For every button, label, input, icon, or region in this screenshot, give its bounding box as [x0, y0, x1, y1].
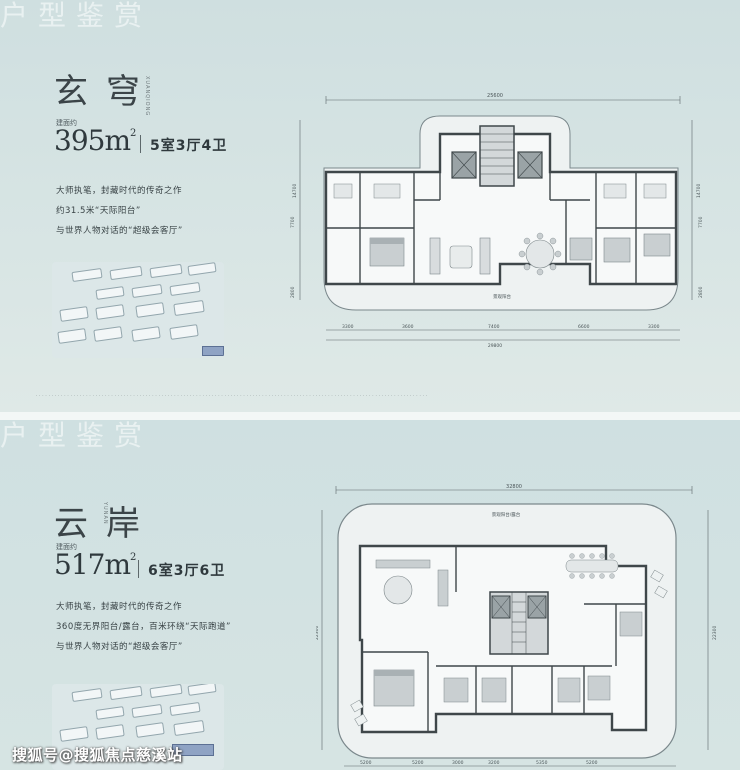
- bed-4: [643, 233, 671, 257]
- description-line-1: 大师执笔，封藏时代的传奇之作: [56, 186, 183, 196]
- bath-2: [373, 183, 401, 199]
- dim-bottom-2: 3600: [402, 324, 414, 330]
- sofa-top: [375, 559, 431, 569]
- layout-separator: [140, 135, 141, 153]
- dim-bottom-3: 7400: [488, 324, 500, 330]
- title-english-caption: XUANQIONG: [144, 76, 150, 117]
- highlighted-unit-marker: [202, 346, 224, 356]
- area-caption-2: 建面约: [56, 543, 77, 551]
- floor-plan-drawing: 25600 3300 3600 7400 6600 3300 29800 147…: [290, 93, 704, 348]
- highlighted-unit-marker-2: [172, 744, 214, 756]
- floor-plan-panel-yunan: 户型鉴赏 云岸 YUNAN 建面约 517m2 6室3厅6卫 大师执笔，封藏时代…: [0, 420, 740, 770]
- dim-bottom-2-5: 5350: [536, 760, 548, 766]
- site-location-map: [52, 262, 224, 358]
- area-value-2: 517m2: [54, 548, 136, 581]
- dim-bottom-2-6: 5200: [586, 760, 598, 766]
- dim-right-1: 14700: [696, 184, 702, 198]
- dim-left-2-1: 22300: [316, 626, 320, 640]
- layout-separator-2: [138, 560, 139, 578]
- floor-plan-drawing-2: 32800 22300 22300 5200 5200 3000 3200 53…: [316, 484, 718, 767]
- description-line-2-2: 360度无界阳台/露台，百米环绕“天际跑道”: [56, 622, 231, 632]
- dim-bottom-2-1: 5200: [360, 760, 372, 766]
- dim-top-2: 32800: [506, 484, 522, 490]
- dim-right-2: 7700: [698, 216, 704, 228]
- dim-top: 25600: [487, 93, 503, 99]
- dining-table: [525, 239, 555, 269]
- disclaimer-fine-print: · · · · · · · · · · · · · · · · · · · · …: [36, 393, 428, 398]
- dining-table-2: [565, 559, 619, 573]
- plan-title: 玄穹: [54, 72, 158, 112]
- bed-3: [603, 237, 631, 263]
- layout-spec: 5室3厅4卫: [150, 138, 228, 154]
- dim-left-1: 14700: [292, 184, 298, 198]
- area-value: 395m2: [54, 124, 136, 157]
- sofa-left: [429, 237, 441, 275]
- floor-plan-panel-xuanqiong: 户型鉴赏 玄穹 XUANQIONG 建面约 395m2 5室3厅4卫 大师执笔，…: [0, 0, 740, 412]
- area-caption: 建面约: [56, 119, 77, 127]
- dim-bottom-4: 6600: [578, 324, 590, 330]
- terrace-label-2: 景观阳台/露台: [492, 511, 521, 518]
- dim-bottom-total: 29800: [488, 343, 502, 348]
- bath-1: [333, 183, 353, 199]
- lounge-table: [383, 575, 413, 605]
- footer-watermark: 搜狐号@搜狐焦点慈溪站: [12, 746, 183, 764]
- bath-4: [643, 183, 667, 199]
- title-english-caption-2: YUNAN: [102, 502, 108, 525]
- header-watermark-2: 户型鉴赏: [0, 420, 153, 452]
- bed-2: [569, 237, 593, 261]
- bath-3: [603, 183, 627, 199]
- description-line-2-1: 大师执笔，封藏时代的传奇之作: [56, 602, 183, 612]
- description-line-2-3: 与世界人物对话的“超级会客厅”: [56, 642, 183, 652]
- coffee-table: [449, 245, 473, 269]
- dim-bottom-5: 3300: [648, 324, 660, 330]
- plan-title-2: 云岸: [54, 504, 158, 544]
- dim-right-3: 2800: [698, 286, 704, 298]
- header-watermark: 户型鉴赏: [0, 0, 153, 32]
- dim-bottom-2-2: 5200: [412, 760, 424, 766]
- description-line-3: 与世界人物对话的“超级会客厅”: [56, 226, 183, 236]
- panel-divider: [0, 412, 740, 420]
- dim-bottom-1: 3300: [342, 324, 354, 330]
- dim-left-2: 7700: [290, 216, 296, 228]
- sofa-side: [437, 569, 449, 607]
- layout-spec-2: 6室3厅6卫: [148, 563, 226, 579]
- dim-bottom-2-3: 3000: [452, 760, 464, 766]
- stair-core: [479, 125, 515, 187]
- description-line-2: 约31.5米“天际阳台”: [56, 206, 141, 216]
- bed-2-5: [587, 675, 611, 701]
- terrace-label: 景观阳台: [493, 293, 511, 300]
- site-location-map-2: [52, 684, 224, 770]
- bed-2-6: [619, 611, 643, 637]
- dim-bottom-2-4: 3200: [488, 760, 500, 766]
- bed-2-2: [443, 677, 469, 703]
- bed-2-3: [481, 677, 507, 703]
- dim-right-2-1: 22300: [712, 626, 718, 640]
- sofa-right: [479, 237, 491, 275]
- dim-left-3: 2800: [290, 286, 296, 298]
- bed-2-4: [557, 677, 581, 703]
